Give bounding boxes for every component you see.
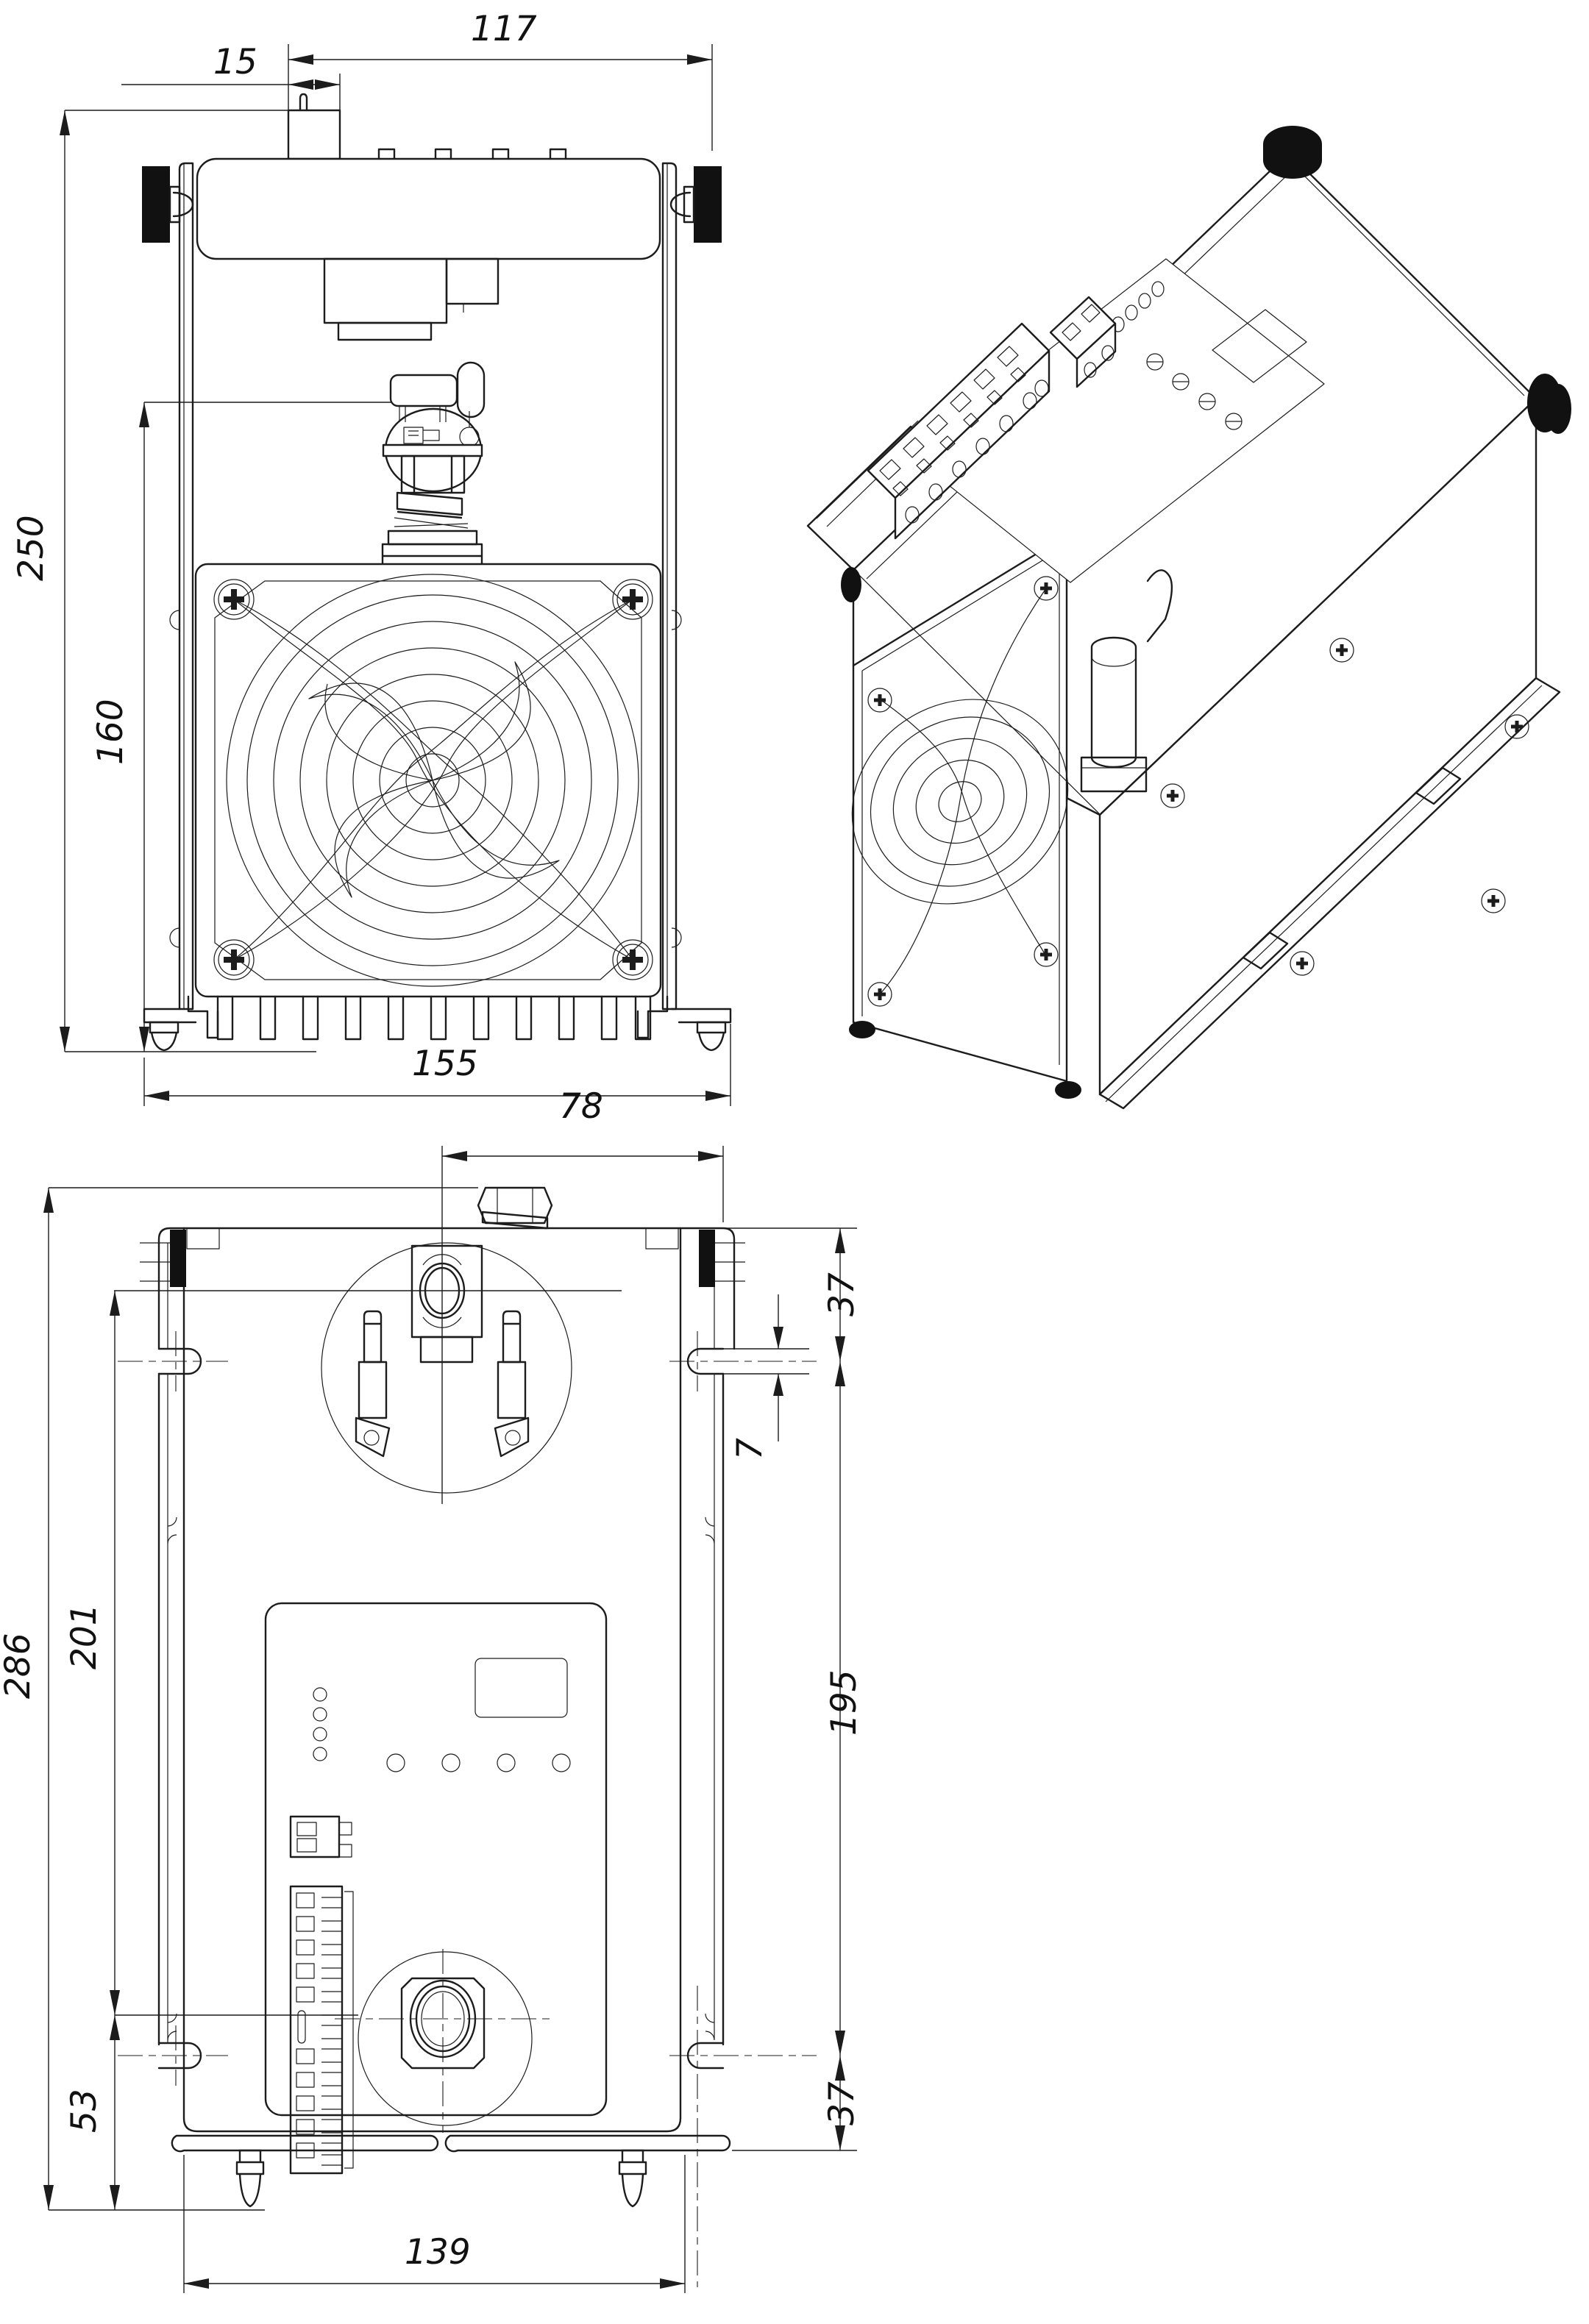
dim-fan-axis-height: 160 — [90, 402, 449, 1052]
dim-label-117: 117 — [471, 9, 537, 49]
upper-detail-circle — [114, 1242, 622, 1494]
mounting-rail — [196, 148, 661, 260]
iso-fan-face — [851, 534, 1101, 1083]
dim-label-201: 201 — [64, 1603, 104, 1669]
dim-label-15: 15 — [213, 42, 257, 82]
right-knob — [669, 166, 722, 243]
led-indicators — [1112, 281, 1165, 332]
dim-label-37-top: 37 — [822, 1272, 862, 1316]
terminal-block-12pin — [867, 322, 1051, 540]
dim-base-width: 155 — [65, 1024, 731, 1106]
dim-connector-offset: 78 — [441, 1086, 724, 1504]
dim-label-7: 7 — [730, 1438, 770, 1460]
dim-base-depth: 139 — [183, 2155, 686, 2293]
plan-body — [157, 1227, 736, 2133]
dim-slot-width: 7 — [723, 1294, 809, 1460]
display-window — [1212, 309, 1307, 383]
dim-slot-span: 195 — [824, 1361, 864, 2056]
isometric-view — [806, 126, 1571, 1110]
dim-tab-offset: 15 — [121, 42, 341, 110]
iso-flange — [1098, 677, 1561, 1110]
side-walls — [169, 162, 682, 1010]
dim-gland-offset: 53 — [64, 2014, 358, 2210]
plan-led-indicators — [313, 1687, 327, 1761]
plan-terminal-12pin — [289, 1885, 354, 2175]
dim-label-139: 139 — [405, 2232, 471, 2273]
mounting-slots — [118, 1331, 817, 2287]
dim-overall-height: 250 — [11, 110, 288, 1052]
plan-control-panel — [264, 1602, 608, 2175]
dim-panel-depth: 201 — [64, 1291, 120, 2015]
dim-label-53: 53 — [64, 2089, 104, 2133]
iso-regulator — [1080, 569, 1173, 793]
dim-label-286: 286 — [0, 1633, 38, 1699]
plan-display-window — [474, 1658, 568, 1718]
left-knob — [142, 166, 194, 243]
iso-knobs — [841, 126, 1571, 1099]
fan-guard-wires — [233, 599, 633, 960]
iso-control-panel — [911, 258, 1325, 583]
cable-gland-detail — [335, 1949, 555, 2133]
terminal-block-2pin — [1049, 296, 1117, 388]
transformer-block — [323, 257, 500, 341]
plan-left-pad — [170, 1230, 186, 1287]
dim-slot-to-bottom: 37 — [732, 2056, 862, 2151]
dim-top-width: 117 — [288, 9, 713, 151]
fan-blades — [308, 661, 560, 898]
dim-slot-to-top: 37 — [723, 1227, 862, 1361]
plan-control-buttons — [386, 1753, 571, 1772]
dim-label-37-bottom: 37 — [822, 2081, 862, 2125]
plan-right-pad — [699, 1230, 715, 1287]
gas-inlet-nut — [477, 1186, 553, 1230]
top-view: 78 — [0, 1086, 864, 2293]
dim-overall-depth: 286 — [0, 1187, 478, 2211]
dim-label-160: 160 — [90, 699, 131, 765]
fan-grille — [226, 574, 639, 987]
dim-label-78: 78 — [559, 1086, 603, 1127]
dim-label-195: 195 — [824, 1669, 864, 1736]
dim-label-155: 155 — [412, 1044, 478, 1084]
dim-label-250: 250 — [11, 515, 51, 581]
plan-terminal-2pin — [289, 1815, 352, 1858]
heatsink-fins — [187, 995, 669, 1041]
control-buttons — [1146, 353, 1243, 430]
plan-bottom — [171, 2134, 731, 2208]
bottom-flanges — [143, 1008, 732, 1052]
front-view: 117 15 250 160 155 — [11, 9, 732, 1106]
